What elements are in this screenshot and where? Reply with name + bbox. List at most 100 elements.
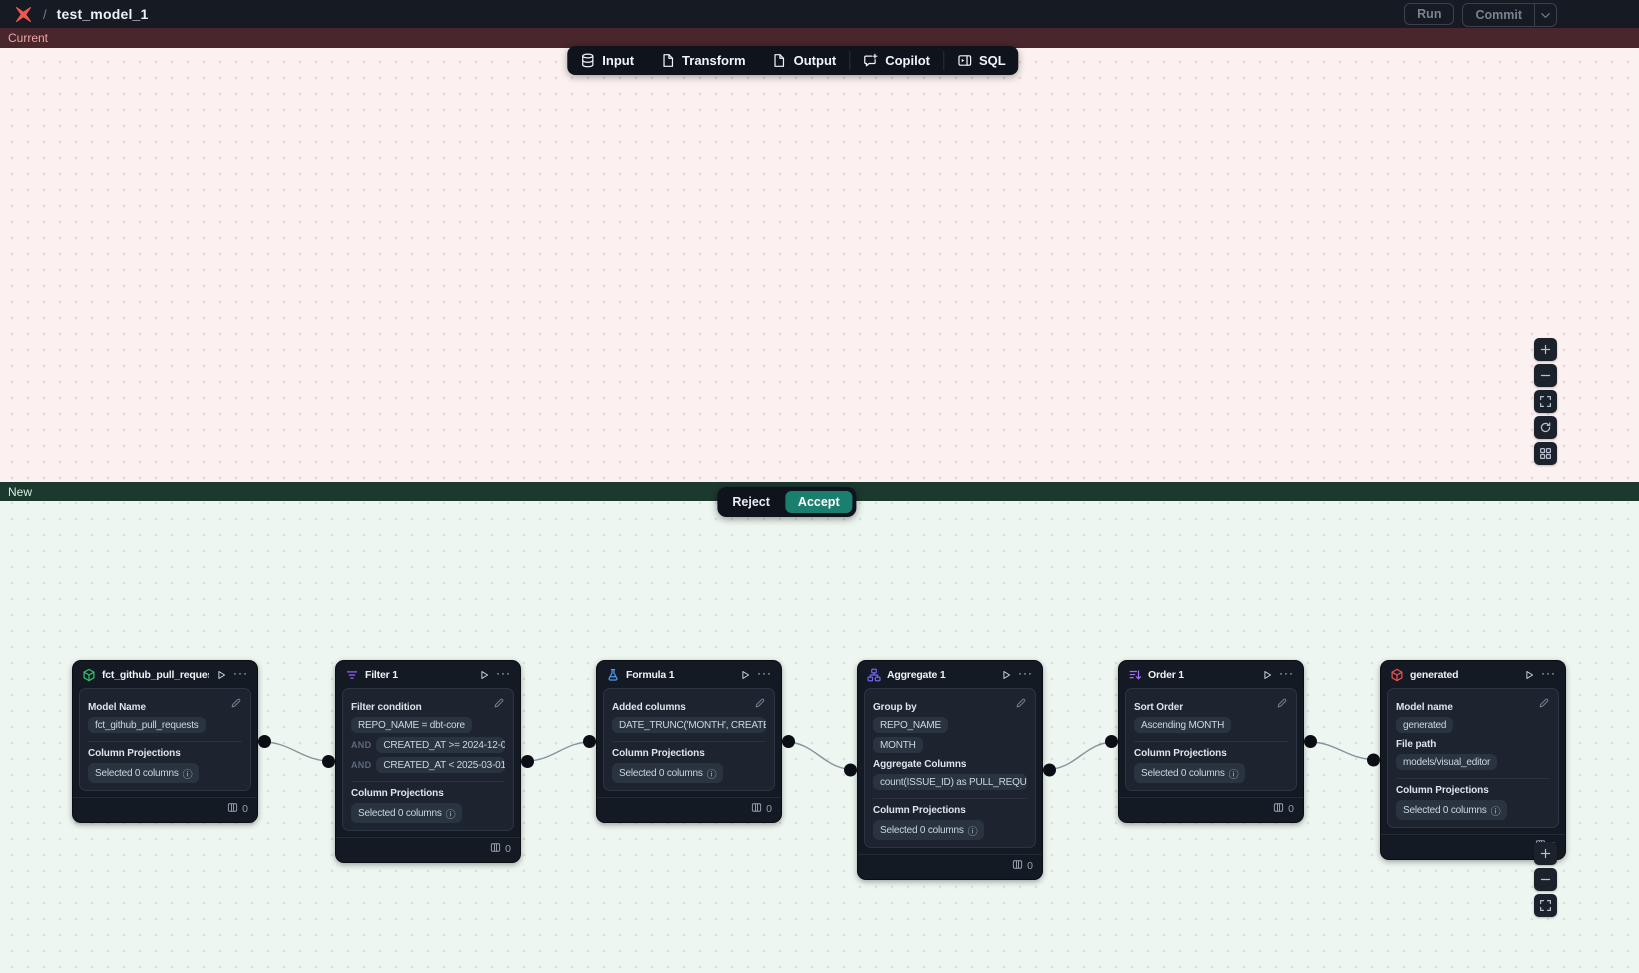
info-icon[interactable]: ⓘ [1228,769,1239,781]
field-pill[interactable]: REPO_NAME [873,717,948,733]
info-icon[interactable]: ⓘ [445,809,456,821]
target-port[interactable] [844,763,857,777]
node-source[interactable]: fct_github_pull_requests···Model Namefct… [72,660,258,823]
current-canvas[interactable] [0,48,1639,482]
toolbar-button-output[interactable]: Output [759,46,850,75]
columns-icon [751,802,762,816]
zoom-out-icon [1539,873,1552,886]
new-version-label: New [8,484,33,499]
field-pill[interactable]: CREATED_AT >= 2024-12-01 [376,737,505,753]
file-icon [660,53,675,68]
app-logo-icon[interactable] [14,5,33,24]
field-pill[interactable]: count(ISSUE_ID) as PULL_REQUEST_… [873,774,1027,790]
field-pill[interactable]: CREATED_AT < 2025-03-01 [376,757,505,773]
target-port[interactable] [1105,735,1118,748]
field-pill[interactable]: models/visual_editor [1396,754,1498,770]
zoom-in-button[interactable] [1534,338,1557,361]
toolbar-button-label: Transform [682,53,746,68]
edit-pencil-icon[interactable] [754,696,766,714]
zoom-out-button[interactable] [1534,868,1557,891]
info-icon[interactable]: ⓘ [1490,806,1501,818]
node-header: Order 1··· [1119,661,1303,688]
info-icon[interactable]: ⓘ [182,769,193,781]
field-pill[interactable]: MONTH [873,737,923,753]
node-menu-button[interactable]: ··· [757,666,772,680]
field-label: File path [1396,739,1437,750]
breadcrumb-separator: / [43,6,47,22]
field-pill[interactable]: REPO_NAME = dbt-core [351,717,472,733]
toolbar-button-transform[interactable]: Transform [647,46,759,75]
source-port[interactable] [521,755,534,768]
run-node-button[interactable] [215,669,227,681]
edit-pencil-icon[interactable] [493,696,505,714]
run-node-button[interactable] [478,669,490,681]
edit-pencil-icon[interactable] [1015,696,1027,714]
edit-pencil-icon[interactable] [1276,696,1288,714]
new-canvas[interactable]: fct_github_pull_requests···Model Namefct… [0,501,1639,973]
source-port[interactable] [782,735,795,748]
run-button[interactable]: Run [1404,3,1455,25]
refresh-button[interactable] [1534,416,1557,439]
current-version-bar: Current [0,28,1639,48]
field-pill[interactable]: DATE_TRUNC('MONTH', CREATED_AT… [612,717,766,733]
target-port[interactable] [583,735,596,748]
field-label: Group by [873,702,917,713]
run-node-button[interactable] [1000,669,1012,681]
node-menu-button[interactable]: ··· [1541,666,1556,680]
sitemap-icon [867,668,881,682]
info-icon[interactable]: ⓘ [706,769,717,781]
source-port[interactable] [1043,763,1056,777]
field-pill[interactable]: fct_github_pull_requests [88,717,206,733]
node-title: generated [1410,668,1459,681]
node-menu-button[interactable]: ··· [1279,666,1294,680]
toolbar-button-input[interactable]: Input [567,46,647,75]
node-menu-button[interactable]: ··· [1018,666,1033,680]
toolbar-button-copilot[interactable]: Copilot [850,46,943,75]
node-header: Filter 1··· [336,661,520,688]
target-port[interactable] [322,755,335,768]
reject-button[interactable]: Reject [721,491,781,513]
section-divider [612,741,766,742]
fit-view-button[interactable] [1534,390,1557,413]
node-menu-button[interactable]: ··· [233,666,248,680]
field-label: Column Projections [1134,748,1227,759]
accept-button[interactable]: Accept [784,491,853,513]
source-port[interactable] [258,735,271,748]
run-node-button[interactable] [739,669,751,681]
source-port[interactable] [1304,735,1317,748]
field-pill[interactable]: generated [1396,717,1454,733]
grid-button[interactable] [1534,442,1557,465]
edit-pencil-icon[interactable] [230,696,242,714]
node-menu-button[interactable]: ··· [496,666,511,680]
commit-split-button: Commit [1462,3,1557,27]
zoom-out-button[interactable] [1534,364,1557,387]
info-icon[interactable]: ⓘ [967,826,978,838]
node-footer: 0 [73,797,257,822]
fit-view-button[interactable] [1534,894,1557,917]
run-node-button[interactable] [1261,669,1273,681]
edit-pencil-icon[interactable] [1538,696,1550,714]
field-pill[interactable]: Ascending MONTH [1134,717,1232,733]
run-node-button[interactable] [1523,669,1535,681]
commit-dropdown-button[interactable] [1534,4,1556,26]
commit-button[interactable]: Commit [1475,8,1522,22]
zoom-in-button[interactable] [1534,842,1557,865]
toolbar-button-sql[interactable]: SQL [944,46,1019,75]
grid-icon [1539,447,1552,460]
target-port[interactable] [1367,753,1380,767]
